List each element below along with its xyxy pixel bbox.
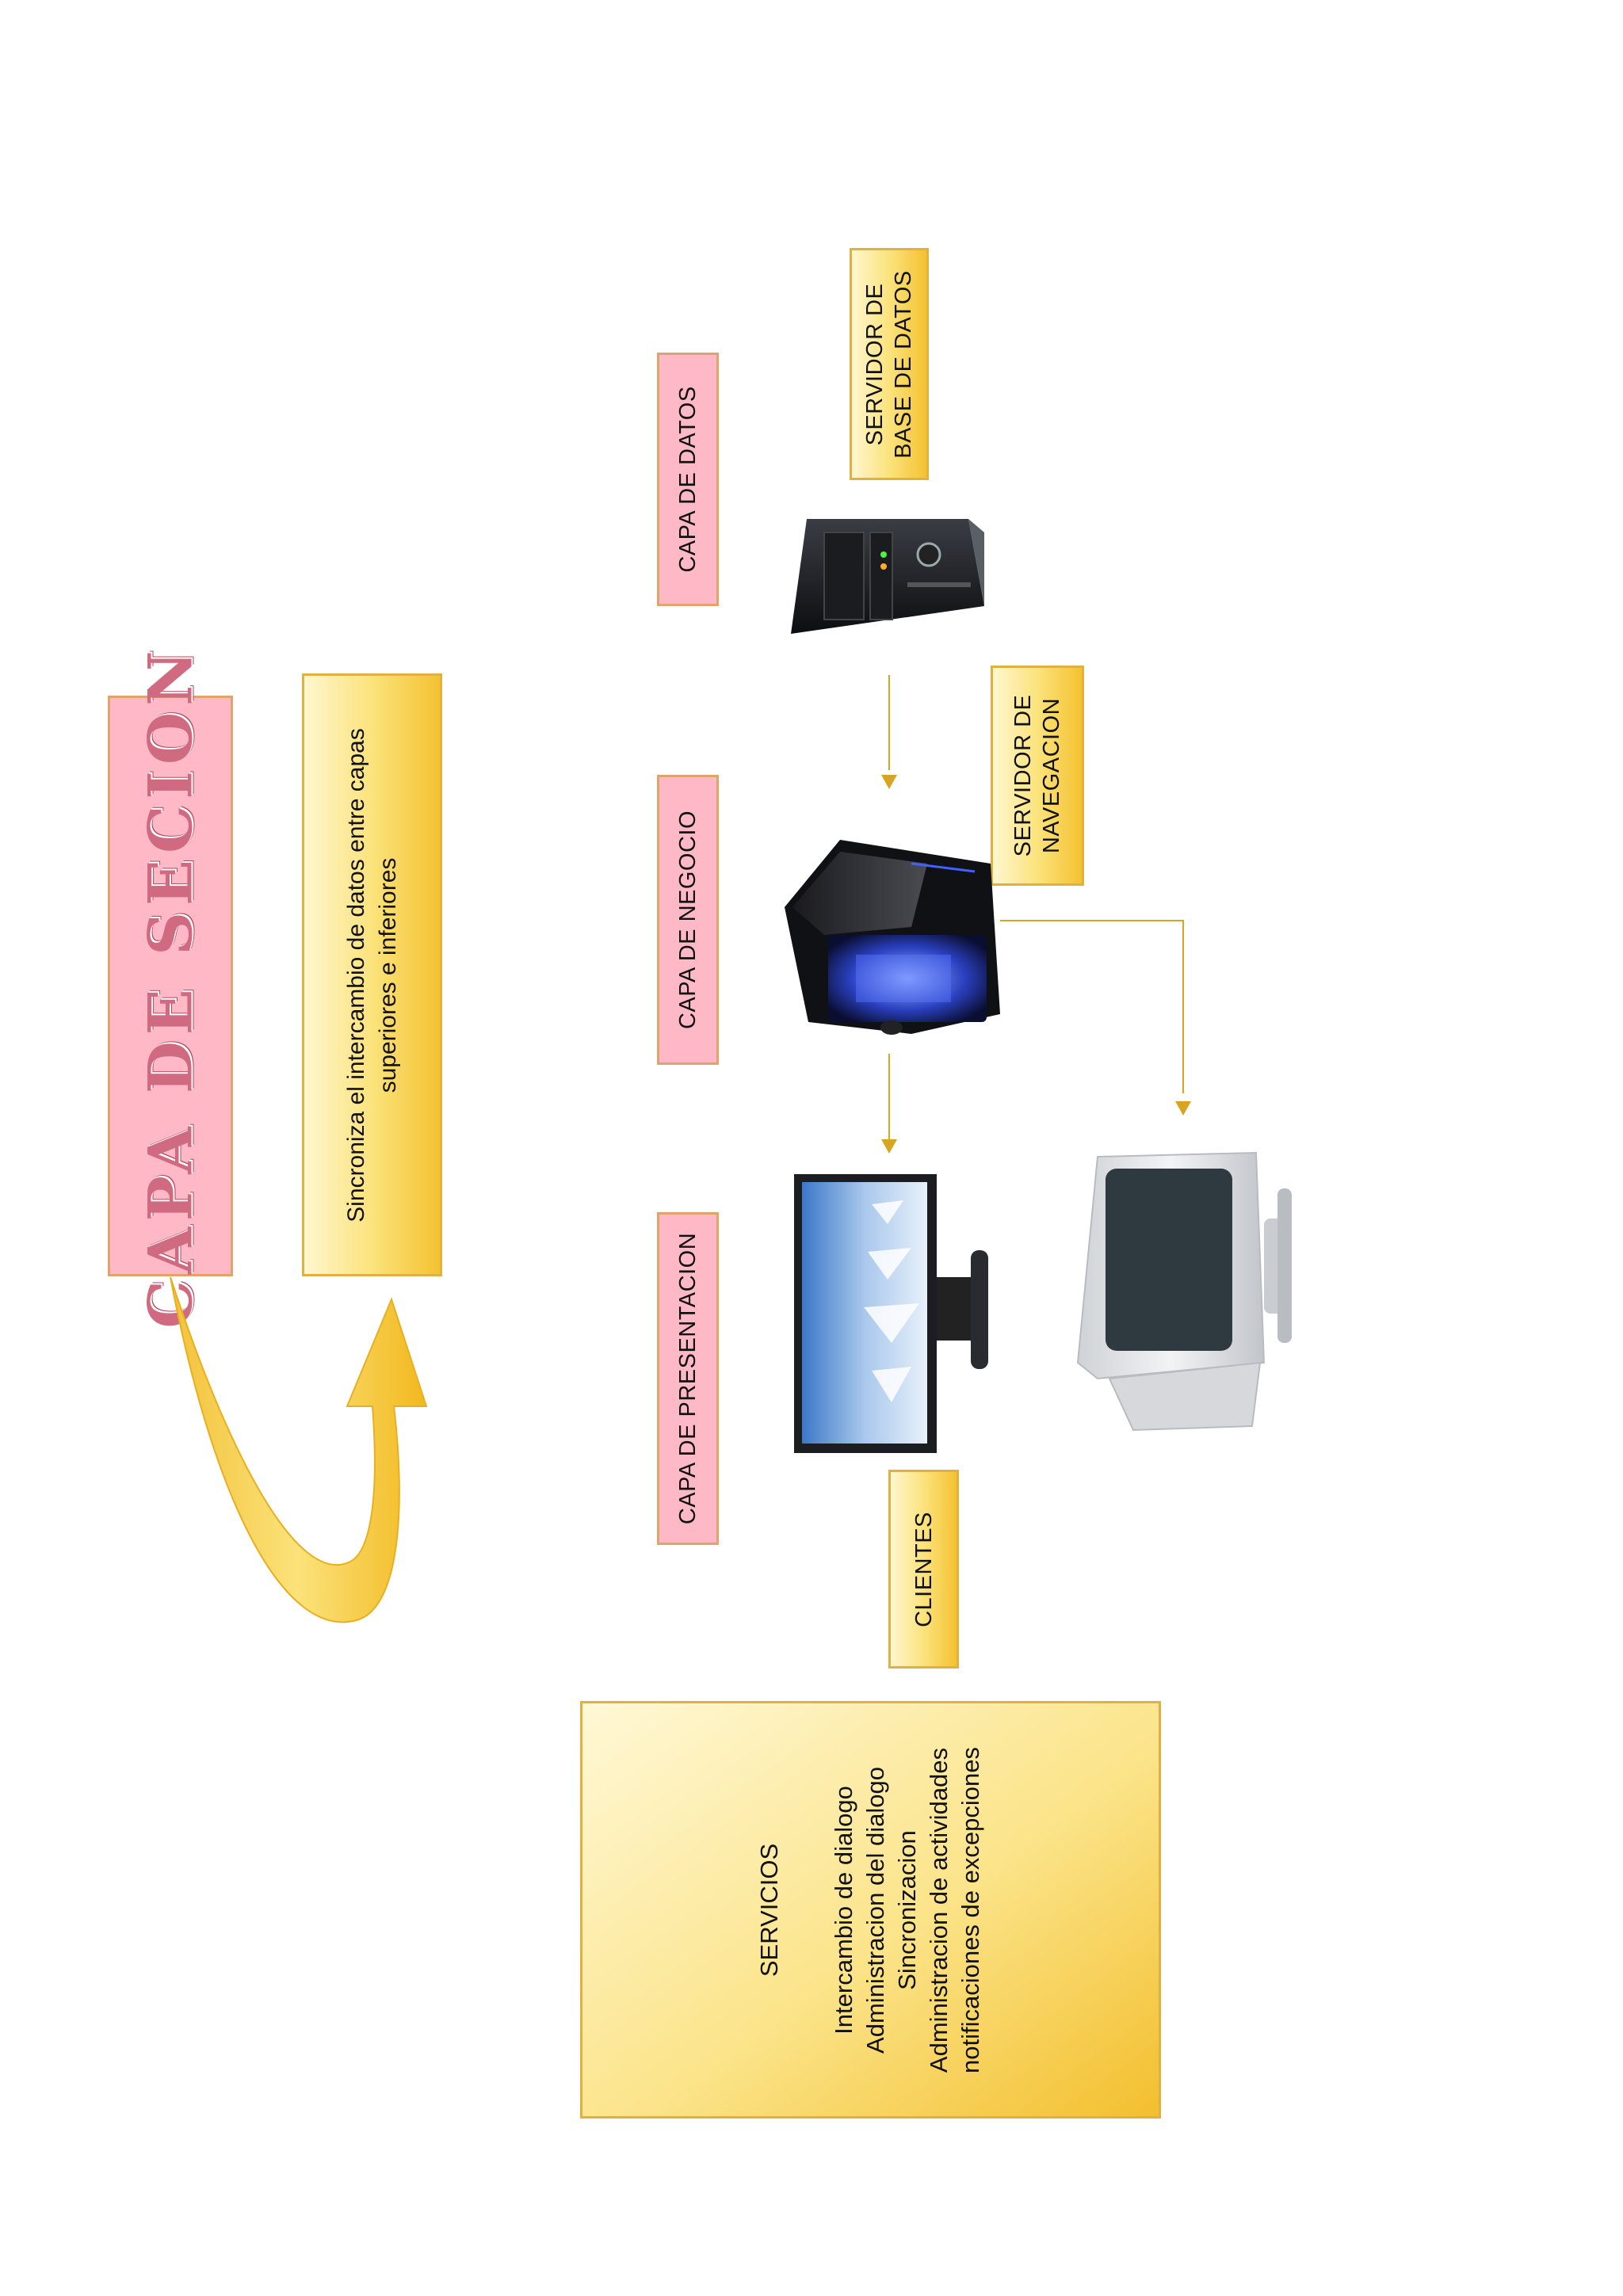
layer-negocio-label: CAPA DE NEGOCIO bbox=[657, 775, 719, 1065]
description-text: Sincroniza el intercambio de datos entre… bbox=[342, 727, 401, 1222]
description-box: Sincroniza el intercambio de datos entre… bbox=[302, 673, 442, 1276]
service-item: notificaciones de excepciones bbox=[956, 1746, 984, 2073]
services-box: SERVICIOS Intercambio de dialogo Adminis… bbox=[580, 1701, 1161, 2119]
layer-presentacion-label: CAPA DE PRESENTACION bbox=[657, 1212, 719, 1545]
services-content: SERVICIOS Intercambio de dialogo Adminis… bbox=[755, 1747, 987, 2073]
nav-server-label: SERVIDOR DE NAVEGACION bbox=[991, 666, 1084, 886]
layer-datos-label: CAPA DE DATOS bbox=[657, 353, 719, 606]
arrow-down-icon bbox=[881, 775, 897, 789]
service-item: Administracion de actividades bbox=[924, 1747, 953, 2073]
service-item: Administracion del dialogo bbox=[861, 1766, 889, 2054]
service-item: Intercambio de dialogo bbox=[829, 1785, 857, 2035]
clients-label: CLIENTES bbox=[888, 1470, 959, 1669]
services-title: SERVICIOS bbox=[754, 1843, 783, 1977]
arrow-down-icon bbox=[881, 1139, 897, 1154]
service-item: Sincronizacion bbox=[892, 1829, 921, 1990]
page-title: CAPA DE SECION bbox=[135, 643, 206, 1329]
db-server-label: SERVIDOR DE BASE DE DATOS bbox=[850, 248, 929, 480]
title-box: CAPA DE SECION bbox=[108, 644, 233, 1328]
arrow-down-icon bbox=[1175, 1101, 1191, 1116]
